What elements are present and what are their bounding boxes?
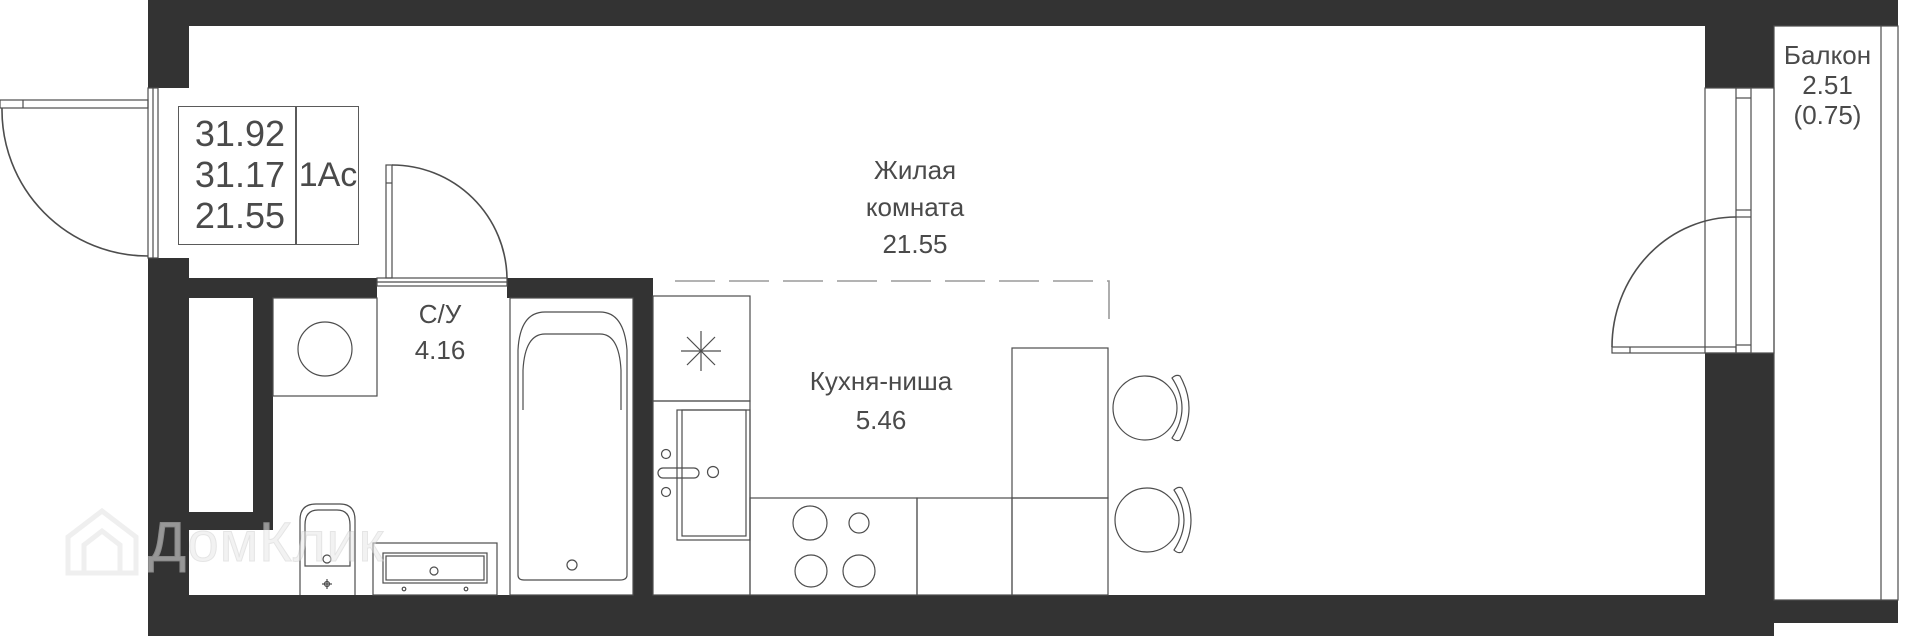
apartment-type: 1Ac bbox=[298, 156, 358, 194]
balcony-rail bbox=[1773, 25, 1899, 601]
living-room-name-1: Жилая bbox=[873, 155, 957, 185]
kitchen-name: Кухня-ниша bbox=[809, 366, 953, 396]
living-room-name-2: комната bbox=[865, 192, 965, 222]
balcony-reduced-area: (0.75) bbox=[1793, 100, 1862, 130]
balcony-name: Балкон bbox=[1783, 40, 1872, 70]
kitchen-area: 5.46 bbox=[855, 405, 907, 435]
walls bbox=[148, 0, 1898, 636]
washing-machine bbox=[272, 297, 378, 397]
divider bbox=[295, 107, 297, 244]
living-room-area: 21.55 bbox=[882, 229, 948, 259]
kitchen-sink bbox=[652, 400, 751, 596]
balcony-area: 2.51 bbox=[1802, 70, 1853, 100]
bathroom-name: С/У bbox=[418, 299, 462, 329]
apartment-summary-box: 31.92 31.17 21.55 1Ac bbox=[178, 106, 359, 245]
bathtub bbox=[509, 297, 634, 596]
chair bbox=[1114, 486, 1192, 554]
area-figures: 31.92 31.17 21.55 bbox=[179, 113, 295, 236]
kitchen-cabinets bbox=[916, 347, 1109, 596]
balcony-door bbox=[1611, 87, 1775, 354]
kitchen-zone-outline bbox=[675, 280, 1110, 333]
watermark: ДомКлик bbox=[62, 505, 384, 577]
watermark-text: ДомКлик bbox=[147, 509, 385, 573]
bathroom-area: 4.16 bbox=[414, 335, 466, 365]
bathroom-sink bbox=[372, 542, 498, 596]
house-icon bbox=[65, 507, 139, 576]
stove bbox=[749, 497, 918, 596]
kitchen-appliance bbox=[652, 295, 751, 402]
living-room-label: Жилая комната 21.55 bbox=[810, 152, 1020, 263]
bathroom-door bbox=[376, 164, 508, 287]
living-area: 21.55 bbox=[194, 195, 285, 236]
bathroom-label: С/У 4.16 bbox=[390, 296, 490, 368]
toilet bbox=[299, 503, 356, 595]
chair bbox=[1112, 374, 1190, 442]
total-area: 31.92 bbox=[194, 113, 285, 154]
entrance-door bbox=[0, 87, 159, 259]
area-without-balcony: 31.17 bbox=[194, 154, 285, 195]
kitchen-label: Кухня-ниша 5.46 bbox=[776, 362, 986, 440]
balcony-label: Балкон 2.51 (0.75) bbox=[1774, 40, 1881, 130]
